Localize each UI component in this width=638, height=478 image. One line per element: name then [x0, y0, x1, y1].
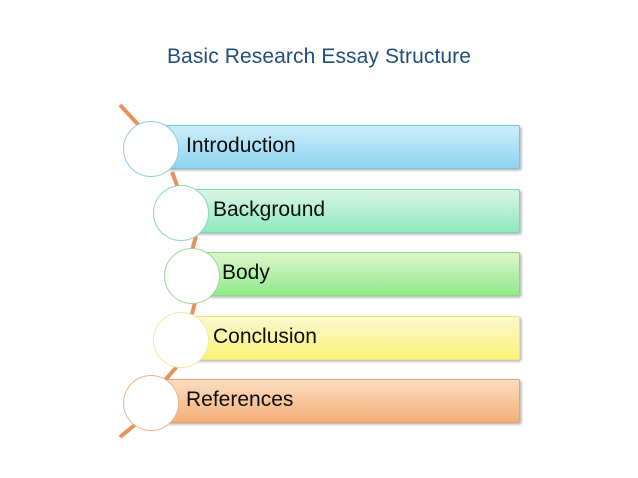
step-circle-body[interactable]	[164, 248, 220, 304]
step-label-conclusion: Conclusion	[213, 325, 317, 348]
step-label-introduction: Introduction	[186, 134, 296, 157]
step-circle-conclusion[interactable]	[153, 312, 209, 368]
step-bar-background[interactable]	[190, 189, 520, 233]
page-title: Basic Research Essay Structure	[166, 45, 472, 68]
step-bar-introduction[interactable]	[163, 125, 520, 169]
step-label-references: References	[186, 388, 294, 411]
step-circle-background[interactable]	[153, 185, 209, 241]
step-bar-body[interactable]	[200, 252, 520, 296]
step-label-body: Body	[222, 261, 270, 284]
step-bar-references[interactable]	[163, 379, 520, 423]
step-circle-references[interactable]	[123, 375, 179, 431]
step-label-background: Background	[213, 198, 326, 221]
step-circle-introduction[interactable]	[123, 121, 179, 177]
step-bar-conclusion[interactable]	[190, 316, 520, 360]
